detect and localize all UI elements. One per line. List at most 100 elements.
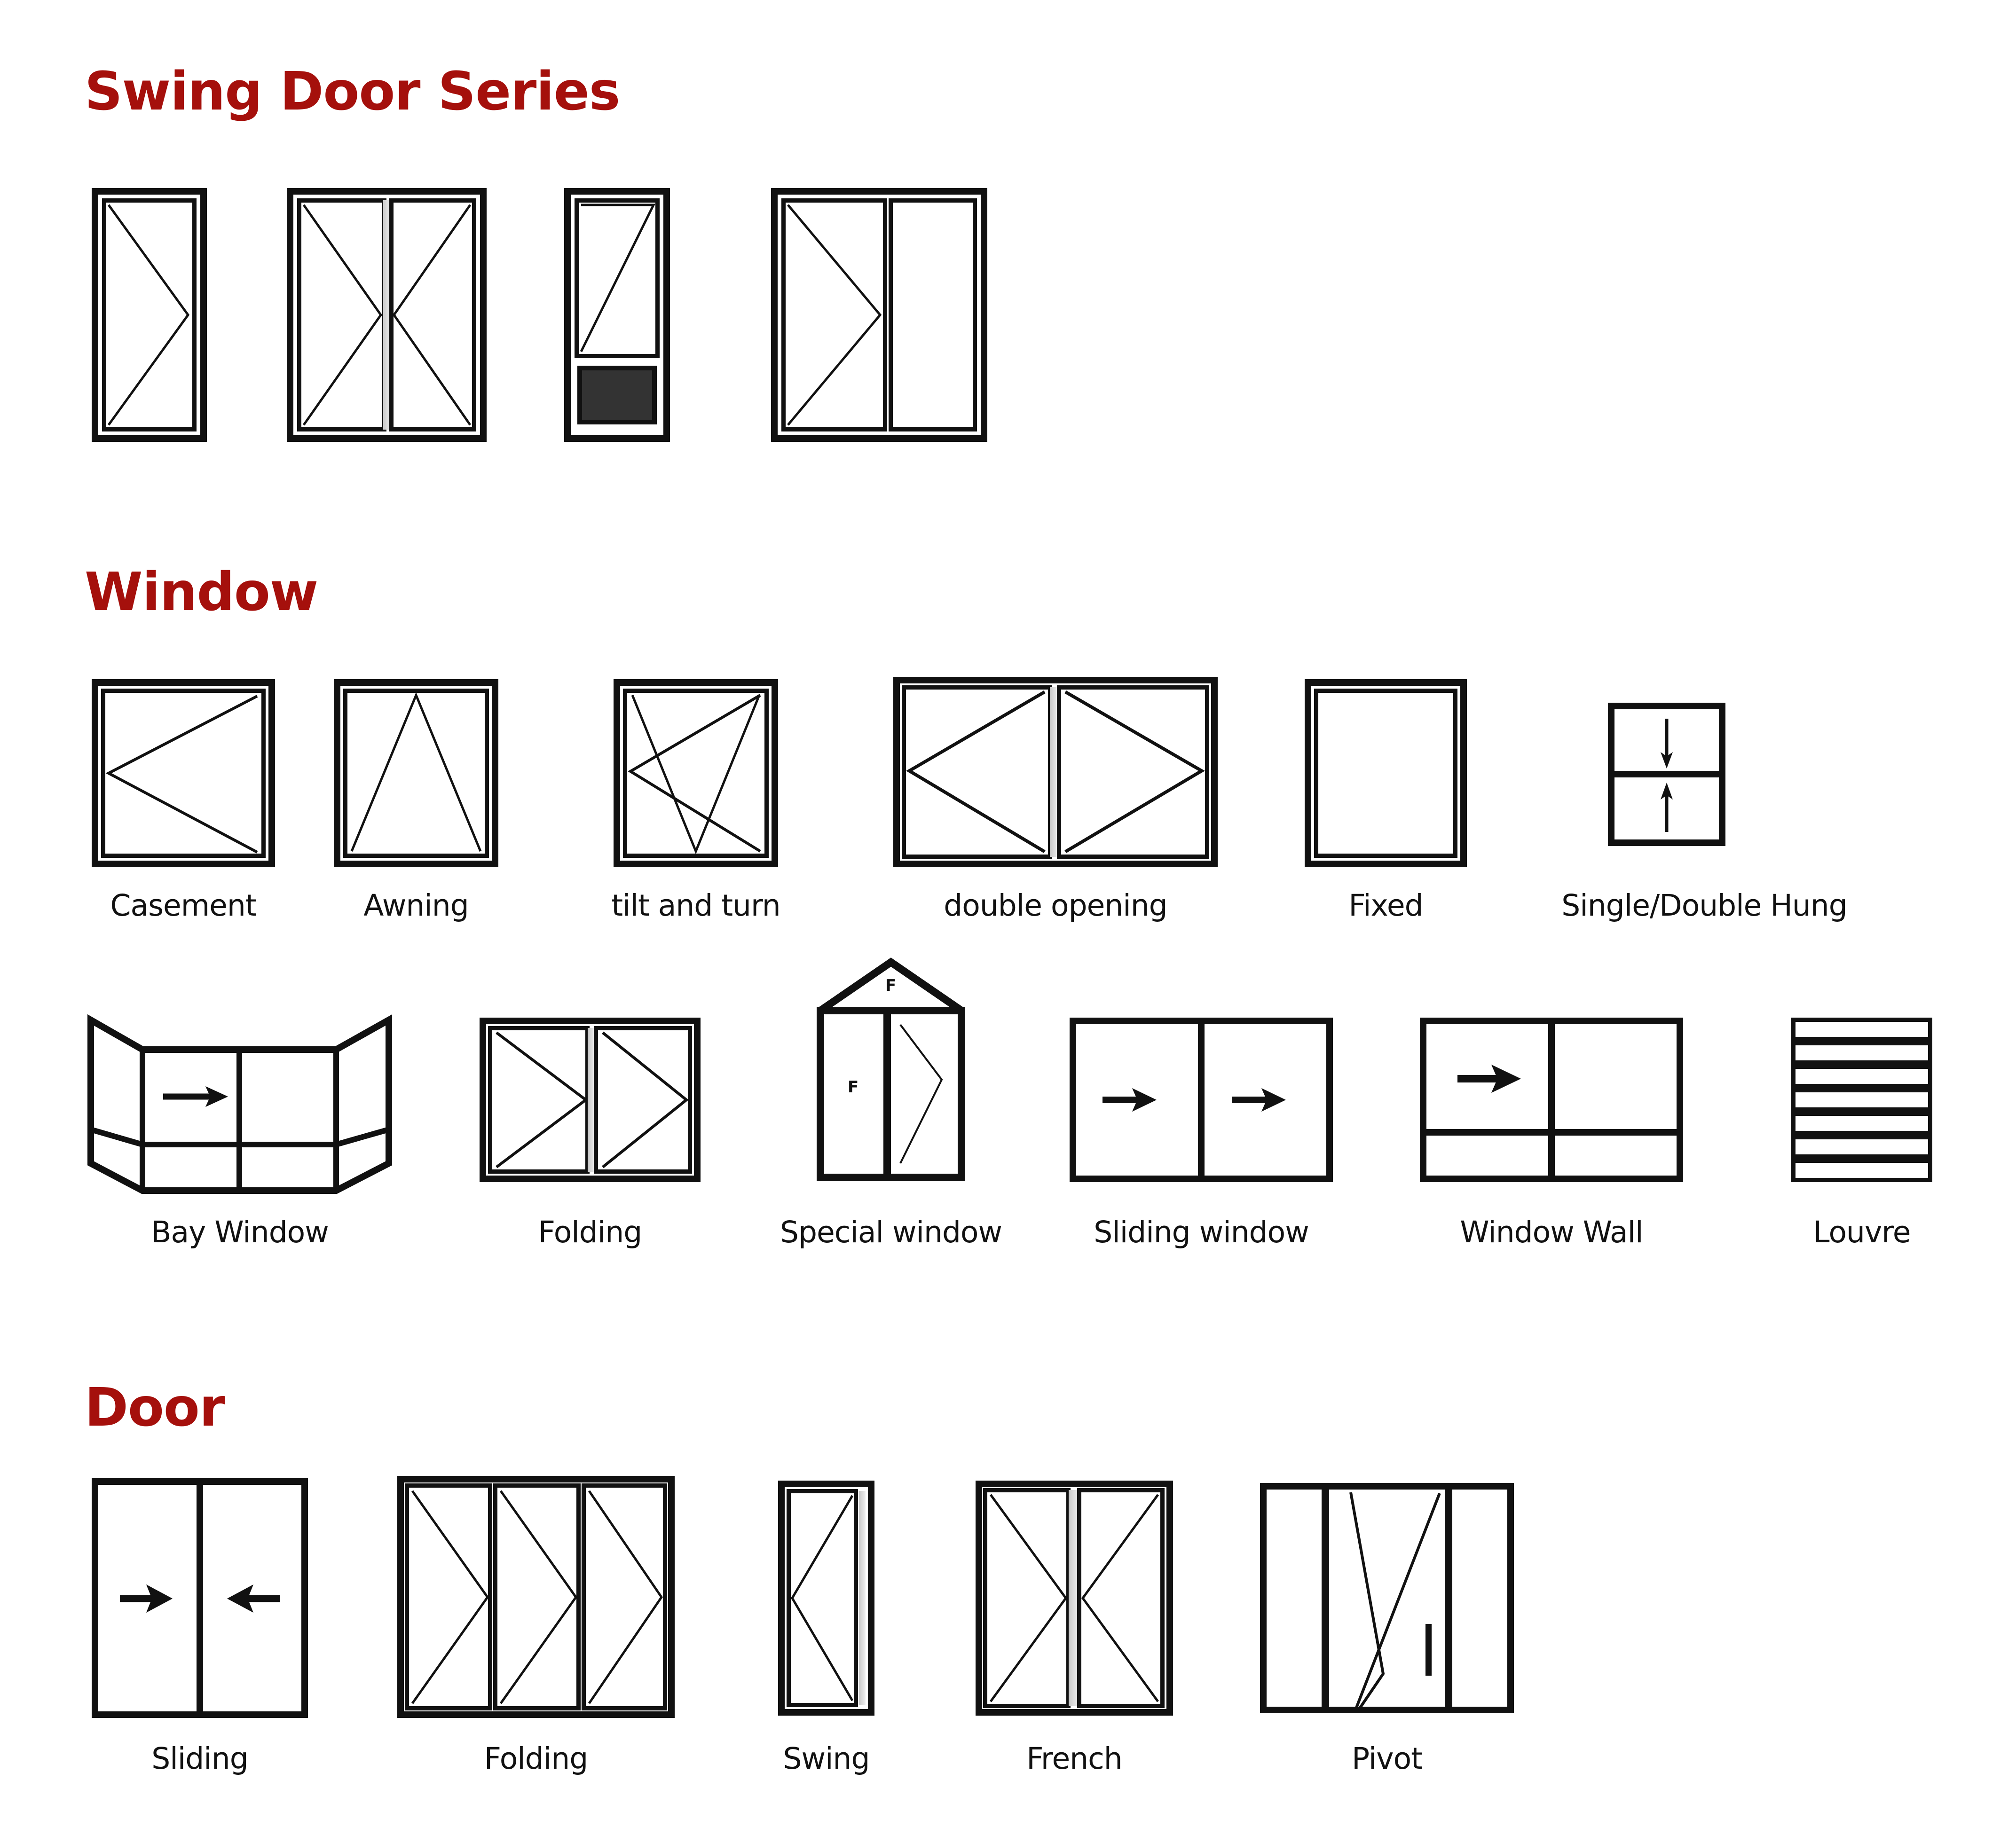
label-special-window: Special window	[780, 1215, 1002, 1249]
label-tilt-and-turn: tilt and turn	[611, 888, 780, 923]
fixed-mark-gable: F	[885, 976, 897, 995]
hinge-symbol-icon	[107, 204, 190, 426]
label-swing-door: Swing	[783, 1741, 870, 1776]
hung-sash-arrows-icon	[1661, 719, 1673, 832]
bay-window-outline-icon	[87, 1014, 392, 1194]
figure-folding-door	[397, 1476, 675, 1718]
awning-hinge-icon	[350, 692, 482, 852]
door-leaf-left	[983, 1488, 1071, 1708]
louvre-slat	[1791, 1041, 1932, 1065]
door-handle	[1425, 1624, 1432, 1676]
hinge-symbol-icon	[787, 204, 882, 426]
label-double-opening: double opening	[944, 888, 1167, 923]
section-title-swing-door-series: Swing Door Series	[85, 61, 620, 122]
left-mullion	[1322, 1488, 1329, 1709]
figure-window-wall	[1420, 1018, 1683, 1182]
double-casement-hinge-icon	[906, 690, 1205, 854]
label-french-door: French	[1026, 1741, 1122, 1776]
louvre-slat	[1791, 1112, 1932, 1135]
pivot-swing-icon	[1349, 1492, 1441, 1709]
door-sash-right	[389, 198, 476, 431]
figure-bay-window	[87, 1008, 393, 1194]
label-awning: Awning	[363, 888, 469, 923]
figure-awning-window	[334, 679, 498, 867]
center-mullion	[383, 200, 391, 430]
door-leaf-right	[1077, 1488, 1165, 1708]
hinge-symbol-icon	[302, 204, 472, 426]
window-sash-left	[902, 685, 1052, 859]
figure-single-swing-door	[92, 188, 207, 442]
door-leaf-2	[493, 1483, 581, 1710]
door-sash	[102, 198, 197, 431]
door-sash	[787, 1489, 858, 1707]
figure-sliding-window	[1070, 1018, 1333, 1182]
figure-casement-window	[92, 679, 275, 867]
figure-tilt-and-turn-window	[614, 679, 778, 867]
figure-sliding-door	[92, 1478, 308, 1718]
center-mullion	[1548, 1023, 1555, 1176]
louvre-slat	[1791, 1018, 1932, 1041]
sidelite-fixed-panel	[889, 198, 977, 431]
louvre-slat	[1791, 1088, 1932, 1112]
label-casement: Casement	[110, 888, 257, 923]
label-pivot-door: Pivot	[1352, 1741, 1423, 1776]
figure-pivot-door	[1260, 1483, 1514, 1713]
french-door-hinge-icon	[989, 1494, 1159, 1702]
horizontal-rail	[1612, 771, 1722, 777]
sliding-door-arrows-icon	[120, 1584, 280, 1613]
door-leaf-3	[582, 1483, 667, 1710]
door-sash-active	[781, 198, 887, 431]
sliding-arrows-icon	[1102, 1088, 1286, 1112]
louvre-slat	[1791, 1065, 1932, 1088]
sliding-arrow-icon	[1457, 1065, 1521, 1093]
right-mullion	[1445, 1488, 1452, 1709]
swing-hinge-icon	[791, 1495, 854, 1702]
window-sash	[343, 689, 489, 858]
section-title-window: Window	[85, 562, 318, 623]
door-leaf-1	[405, 1483, 492, 1710]
folding-hinge-icon	[496, 1031, 689, 1168]
label-bay-window: Bay Window	[151, 1215, 329, 1249]
center-mullion	[588, 1028, 595, 1172]
figure-fixed-window	[1305, 679, 1467, 867]
figure-swing-door	[778, 1481, 874, 1716]
center-mullion	[197, 1484, 203, 1712]
window-sash	[101, 689, 266, 858]
figure-swing-door-with-sidelite	[771, 188, 987, 442]
figure-double-opening-window	[893, 677, 1218, 867]
kickplate-panel	[577, 366, 657, 424]
label-folding-door: Folding	[484, 1741, 588, 1776]
label-fixed: Fixed	[1348, 888, 1423, 923]
center-mullion	[1050, 687, 1058, 857]
label-sliding-window: Sliding window	[1094, 1215, 1309, 1249]
gable-outline-icon	[817, 957, 965, 1181]
folding-door-hinge-icon	[411, 1490, 663, 1704]
louvre-slat	[1791, 1159, 1932, 1182]
fixed-glazing-panel	[1314, 689, 1457, 858]
center-mullion	[1069, 1490, 1079, 1706]
figure-double-swing-door	[287, 188, 487, 442]
label-single-double-hung: Single/Double Hung	[1561, 888, 1847, 923]
label-sliding-door: Sliding	[151, 1741, 248, 1776]
figure-single-double-hung-window	[1608, 703, 1725, 846]
hinge-symbol-icon	[580, 204, 656, 353]
figure-louvre-window	[1791, 1018, 1932, 1182]
label-louvre: Louvre	[1813, 1215, 1911, 1249]
figure-special-window: F F	[816, 957, 966, 1182]
figure-folding-window	[480, 1018, 701, 1182]
casement-hinge-icon	[105, 695, 258, 854]
label-window-wall: Window Wall	[1460, 1215, 1643, 1249]
section-title-door: Door	[85, 1377, 225, 1438]
transom-rail	[1425, 1129, 1677, 1136]
jamb-shadow	[859, 1491, 866, 1705]
tilt-turn-symbol-icon	[628, 694, 761, 855]
fixed-mark-left-panel: F	[848, 1078, 859, 1097]
window-sash-right	[1057, 685, 1209, 859]
louvre-slat	[1791, 1135, 1932, 1159]
window-sash-right	[594, 1026, 692, 1174]
label-folding-window: Folding	[538, 1215, 642, 1249]
window-sash	[623, 689, 769, 858]
center-mullion	[1198, 1023, 1205, 1176]
figure-swing-door-with-kickplate	[564, 188, 670, 442]
figure-french-door	[976, 1481, 1173, 1716]
